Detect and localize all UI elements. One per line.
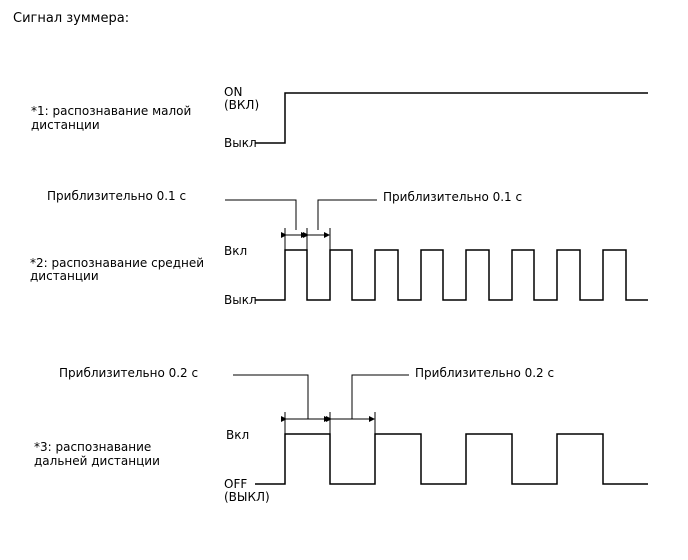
row1-label-line2: дистанции xyxy=(31,118,100,132)
row3-leader-right xyxy=(351,374,409,419)
row3-callout-right: Приблизительно 0.2 с xyxy=(415,366,555,380)
row1-waveform xyxy=(255,92,648,144)
row3-off-label-ru: (ВЫКЛ) xyxy=(224,490,270,504)
row2-label-line1: *2: распознавание средней xyxy=(30,256,205,270)
row2-label-line2: дистанции xyxy=(30,269,99,283)
row3-on-label: Вкл xyxy=(226,428,250,442)
row3-label-line2: дальней дистанции xyxy=(34,454,160,468)
row2-callout-right: Приблизительно 0.1 с xyxy=(383,190,523,204)
diagram-title: Сигнал зуммера: xyxy=(13,11,130,26)
row1-on-label-ru: (ВКЛ) xyxy=(224,98,260,112)
row3-off-label: OFF xyxy=(224,477,248,491)
row3-waveform xyxy=(255,433,648,485)
row2-waveform xyxy=(255,249,648,301)
row2-leader-right xyxy=(317,199,377,230)
row3-label-line1: *3: распознавание xyxy=(34,440,152,454)
row1-off-label: Выкл xyxy=(224,136,257,150)
row1-label-line1: *1: распознавание малой xyxy=(31,104,192,118)
row2-callout-left: Приблизительно 0.1 с xyxy=(47,189,187,203)
row1-on-label: ON xyxy=(224,85,243,99)
row3-leader-left xyxy=(233,374,309,419)
row2-on-label: Вкл xyxy=(224,244,248,258)
row2-leader-left xyxy=(225,199,297,230)
row2-off-label: Выкл xyxy=(224,293,257,307)
row3-callout-left: Приблизительно 0.2 с xyxy=(59,366,199,380)
